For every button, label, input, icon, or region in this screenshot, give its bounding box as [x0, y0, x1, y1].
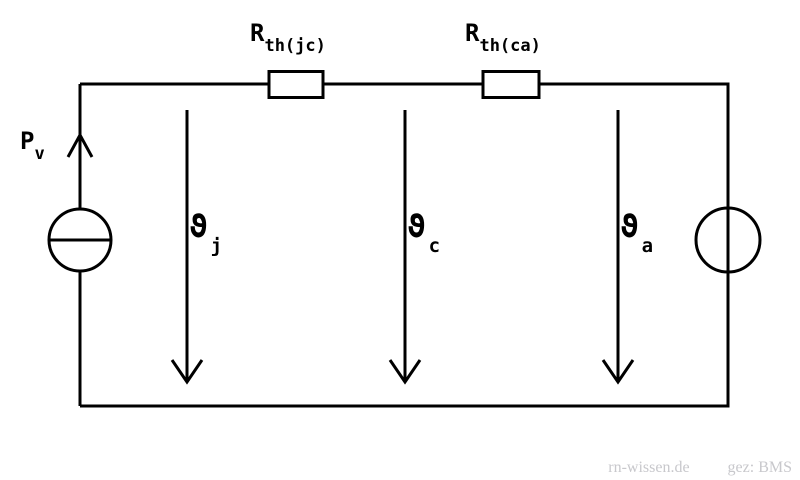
power-source-label: Pv	[20, 127, 45, 163]
resistor-jc-subscript: th(jc)	[264, 36, 326, 56]
watermark-site-text: rn-wissen.de	[608, 459, 690, 476]
power-source-subscript: v	[34, 144, 45, 164]
theta-a-label: ϑa	[620, 209, 653, 256]
theta-c-subscript: c	[428, 235, 441, 257]
resistor-ca-body	[481, 70, 541, 99]
power-source-symbol-text: P	[20, 127, 35, 155]
resistor-jc-label: Rth(jc)	[250, 19, 326, 55]
power-flow-arrow-icon	[66, 131, 94, 158]
theta-c-label: ϑc	[407, 209, 440, 256]
theta-c-symbol-text: ϑ	[407, 209, 426, 245]
ambient-source-icon	[694, 206, 762, 274]
watermark: rn-wissen.de gez: BMS	[608, 459, 792, 477]
theta-j-label: ϑj	[189, 209, 222, 256]
resistor-ca-symbol-text: R	[465, 19, 480, 47]
theta-j-subscript: j	[210, 235, 223, 257]
resistor-jc-symbol-text: R	[250, 19, 265, 47]
theta-a-symbol-text: ϑ	[620, 209, 639, 245]
theta-j-symbol-text: ϑ	[189, 209, 208, 245]
current-source-icon	[47, 207, 113, 273]
resistor-jc-body	[267, 70, 325, 99]
circuit-loop-wire	[80, 82, 730, 408]
resistor-ca-label: Rth(ca)	[465, 19, 541, 55]
theta-a-arrow-icon	[601, 110, 635, 385]
watermark-credit-text: gez: BMS	[727, 459, 792, 476]
theta-c-arrow-icon	[388, 110, 422, 385]
resistor-ca-subscript: th(ca)	[479, 36, 541, 56]
theta-a-subscript: a	[641, 235, 654, 257]
theta-j-arrow-icon	[170, 110, 204, 385]
